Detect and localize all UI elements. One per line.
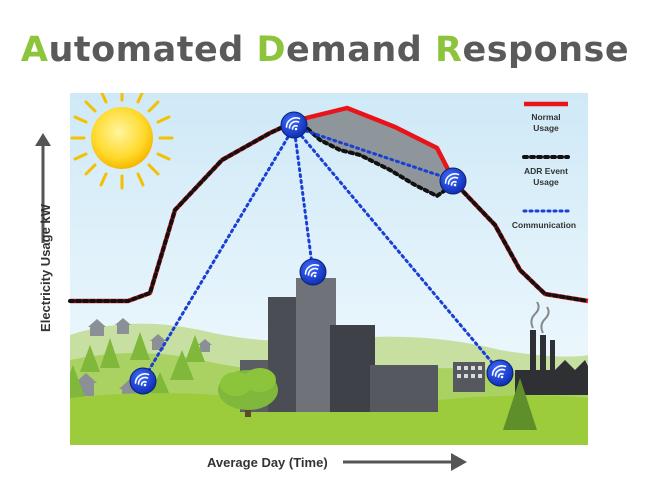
pine-tree-right	[503, 378, 537, 430]
wifi-nodes	[129, 111, 514, 395]
arrow-right-icon	[343, 453, 467, 471]
title-rest-1: utomated	[48, 30, 257, 70]
x-axis-label: Average Day (Time)	[207, 455, 328, 470]
wifi-node-icon	[299, 258, 327, 286]
page-title: Automated Demand Response	[0, 30, 650, 70]
title-rest-3: esponse	[462, 30, 630, 70]
pine-trees-left	[70, 332, 205, 400]
y-axis-label: Electricity Usage kW	[38, 204, 53, 332]
tree-center	[218, 368, 278, 417]
adr-event-usage-line	[68, 117, 590, 303]
title-rest-2: emand	[286, 30, 435, 70]
title-cap-1: A	[20, 30, 49, 70]
grass-foreground	[70, 393, 588, 445]
title-cap-3: R	[435, 30, 463, 70]
wifi-node-icon	[486, 359, 514, 387]
arrow-up-icon	[35, 133, 51, 243]
sun-icon	[70, 93, 174, 190]
building-right	[453, 362, 485, 392]
communication-lines	[141, 125, 502, 382]
wifi-node-icon	[439, 167, 467, 195]
title-cap-2: D	[256, 30, 287, 70]
wifi-node-icon	[129, 367, 157, 395]
wifi-node-icon	[280, 111, 308, 139]
factory	[515, 301, 588, 395]
legend-adr-label: ADR Event Usage	[524, 166, 568, 187]
demand-reduction-area	[298, 108, 453, 196]
legend-communication-label: Communication	[511, 220, 577, 230]
legend-normal-label: Normal Usage	[531, 112, 561, 133]
